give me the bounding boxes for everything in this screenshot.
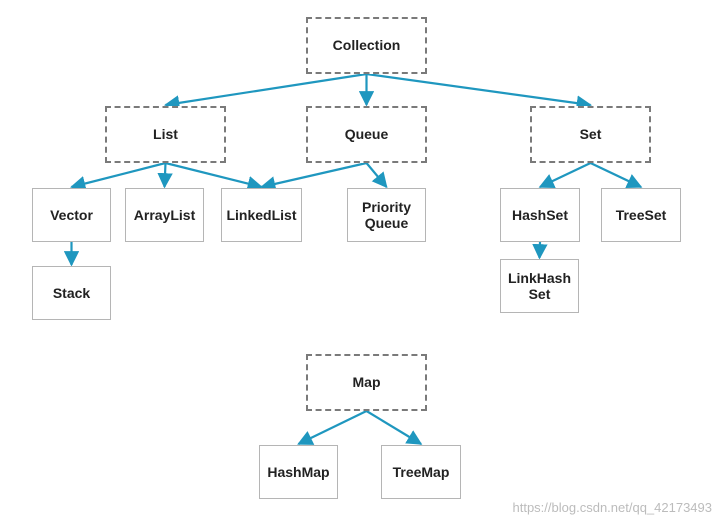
collection-node: Collection	[306, 17, 427, 74]
arrow-hashset-to-linkhashset	[532, 241, 548, 260]
linkhashset-node: LinkHash Set	[500, 259, 579, 313]
hashmap-node: HashMap	[259, 445, 338, 499]
list-node: List	[105, 106, 226, 163]
arrow-list-to-vector	[70, 161, 166, 192]
arrow-collection-to-list	[163, 72, 367, 111]
arrow-queue-to-linkedlist	[259, 161, 367, 192]
hashset-node: HashSet	[500, 188, 580, 242]
arrow-map-to-treemap	[365, 410, 423, 445]
arraylist-node: ArrayList	[125, 188, 204, 242]
priority-queue-node: Priority Queue	[347, 188, 426, 242]
treemap-node: TreeMap	[381, 445, 461, 499]
arrow-set-to-hashset	[538, 162, 591, 189]
arrow-list-to-arraylist	[157, 162, 173, 189]
arrow-queue-to-priorityqueue	[365, 162, 388, 189]
set-node: Set	[530, 106, 651, 163]
stack-node: Stack	[32, 266, 111, 320]
arrow-collection-to-set	[366, 72, 593, 111]
linkedlist-node: LinkedList	[221, 188, 302, 242]
arrow-list-to-linkedlist	[165, 161, 263, 192]
arrow-set-to-treeset	[590, 162, 643, 189]
watermark-text: https://blog.csdn.net/qq_42173493	[512, 500, 713, 515]
vector-node: Vector	[32, 188, 111, 242]
map-node: Map	[306, 354, 427, 411]
arrow-map-to-hashmap	[297, 410, 367, 445]
queue-node: Queue	[306, 106, 427, 163]
treeset-node: TreeSet	[601, 188, 681, 242]
